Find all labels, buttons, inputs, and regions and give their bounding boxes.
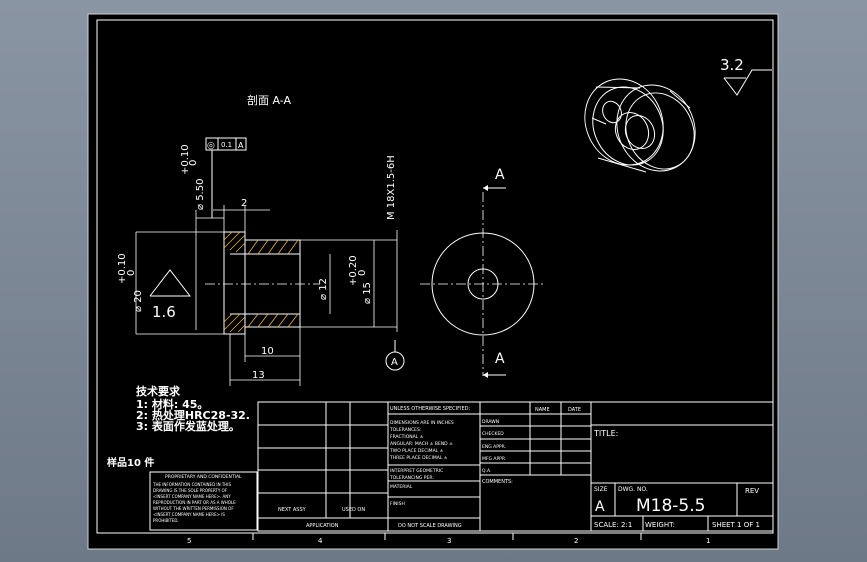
rev-label: REV — [745, 487, 759, 495]
sample-quantity: 样品10 件 — [107, 456, 154, 469]
dim-2: 2 — [241, 198, 247, 209]
concentricity-symbol: ◎ — [207, 141, 215, 151]
dwg-no-value: M18-5.5 — [636, 496, 705, 516]
proprietary-line: <INSERT COMPANY NAME HERE>. ANY — [153, 494, 231, 499]
comments-label: COMMENTS: — [482, 479, 513, 485]
material-label: MATERIAL — [390, 484, 413, 490]
section-cut-markers: A A — [483, 167, 506, 378]
dim-550: ⌀ 5.50 — [195, 179, 206, 210]
unless-label: UNLESS OTHERWISE SPECIFIED: — [390, 406, 470, 412]
section-view[interactable] — [205, 231, 320, 335]
name-label: NAME — [535, 407, 550, 413]
size-value: A — [595, 499, 605, 515]
dim-tol-15-lower: 0 — [357, 270, 368, 276]
notes-heading: 技术要求 — [136, 384, 181, 398]
role-label: MFG APPR. — [482, 456, 506, 462]
end-view[interactable] — [420, 192, 546, 376]
roughness-value: 3.2 — [720, 56, 744, 74]
role-label: ENG APPR. — [482, 444, 506, 450]
zone-label: 4 — [318, 537, 323, 545]
proprietary-line: <INSERT COMPANY NAME HERE> IS — [153, 512, 225, 517]
concentricity-datum: A — [238, 141, 244, 150]
spec-line: THREE PLACE DECIMAL ± — [389, 455, 448, 461]
do-not-scale-label: DO NOT SCALE DRAWING — [398, 523, 462, 529]
dwg-no-label: DWG. NO. — [618, 486, 648, 493]
zone-label: 1 — [706, 537, 710, 545]
spec-line: TOLERANCES: — [389, 427, 421, 433]
roughness-symbol-local: 1.6 — [149, 269, 192, 321]
finish-label: FINISH — [390, 501, 405, 507]
drawing-border — [96, 19, 774, 534]
date-label: DATE — [568, 407, 581, 413]
spec-line: TWO PLACE DECIMAL ± — [389, 448, 444, 454]
title-label: TITLE: — [593, 429, 618, 438]
proprietary-line: PROHIBITED. — [153, 518, 179, 523]
technical-notes: 技术要求 1: 材料: 45。 2: 热处理HRC28-32. 3: 表面作发蓝… — [107, 384, 250, 469]
concentricity-tolerance-frame: ◎ 0.1 A — [205, 137, 247, 218]
section-marker-bottom: A — [495, 351, 505, 367]
proprietary-line: DRAWING IS THE SOLE PROPERTY OF — [153, 488, 228, 493]
isometric-view[interactable] — [571, 66, 709, 184]
dim-tol-20: +0.10 — [117, 253, 128, 284]
dim-15: ⌀ 15 — [362, 282, 373, 304]
interpret-line: INTERPRET GEOMETRIC — [390, 468, 443, 474]
weight-label: WEIGHT: — [645, 521, 675, 529]
role-label: CHECKED — [482, 431, 504, 437]
proprietary-block: PROPRIETARY AND CONFIDENTIAL THE INFORMA… — [149, 471, 258, 531]
zone-label: 3 — [447, 537, 451, 545]
dim-12: ⌀ 12 — [318, 278, 329, 300]
spec-line: ANGULAR: MACH ± BEND ± — [390, 441, 453, 447]
next-assy-label: NEXT ASSY — [278, 507, 307, 513]
datum-letter: A — [391, 357, 398, 368]
zone-label: 5 — [187, 537, 191, 545]
proprietary-line: THE INFORMATION CONTAINED IN THIS — [152, 482, 231, 487]
proprietary-line: WITHOUT THE WRITTEN PERMISSION OF — [153, 506, 234, 511]
zone-markers: 5 4 3 2 1 — [187, 533, 710, 545]
note-item: 1: 材料: 45。 — [136, 397, 208, 411]
zone-label: 2 — [574, 537, 578, 545]
application-label: APPLICATION — [306, 523, 339, 529]
roughness-symbol-main: 3.2 — [720, 56, 772, 96]
dim-tol-550-lower: 0 — [188, 160, 199, 166]
section-marker-top: A — [495, 167, 505, 183]
dim-20: ⌀ 20 — [133, 290, 144, 312]
spec-line: FRACTIONAL ± — [390, 434, 424, 440]
proprietary-line: REPRODUCTION IN PART OR AS A WHOLE — [153, 500, 236, 505]
role-label: DRAWN — [482, 419, 499, 425]
datum-marker: A — [385, 340, 405, 371]
role-label: Q.A. — [482, 468, 491, 474]
interpret-line: TOLERANCING PER: — [389, 475, 434, 481]
note-item: 2: 热处理HRC28-32. — [136, 408, 250, 422]
spec-line: DIMENSIONS ARE IN INCHES — [390, 420, 454, 426]
title-block-text: NEXT ASSY USED ON APPLICATION DO NOT SCA… — [278, 406, 760, 529]
scale-label: SCALE: 2:1 — [594, 521, 632, 529]
roughness-local-value: 1.6 — [152, 303, 176, 321]
dim-10: 10 — [261, 346, 274, 357]
section-label: 剖面 A-A — [247, 93, 292, 107]
dim-13: 13 — [252, 370, 265, 381]
dim-tol-20-lower: 0 — [126, 270, 137, 276]
title-block — [257, 401, 774, 532]
proprietary-title: PROPRIETARY AND CONFIDENTIAL — [165, 474, 242, 480]
dimension-lines — [135, 205, 398, 386]
concentricity-value: 0.1 — [221, 141, 232, 149]
used-on-label: USED ON — [342, 507, 365, 513]
note-item: 3: 表面作发蓝处理。 — [136, 419, 240, 433]
size-label: SIZE — [594, 486, 608, 493]
dim-thread: M 18X1.5-6H — [386, 155, 397, 220]
sheet-label: SHEET 1 OF 1 — [712, 521, 760, 529]
dim-tol-15: +0.20 — [348, 255, 359, 286]
dim-tol-550: +0.10 — [180, 144, 191, 175]
